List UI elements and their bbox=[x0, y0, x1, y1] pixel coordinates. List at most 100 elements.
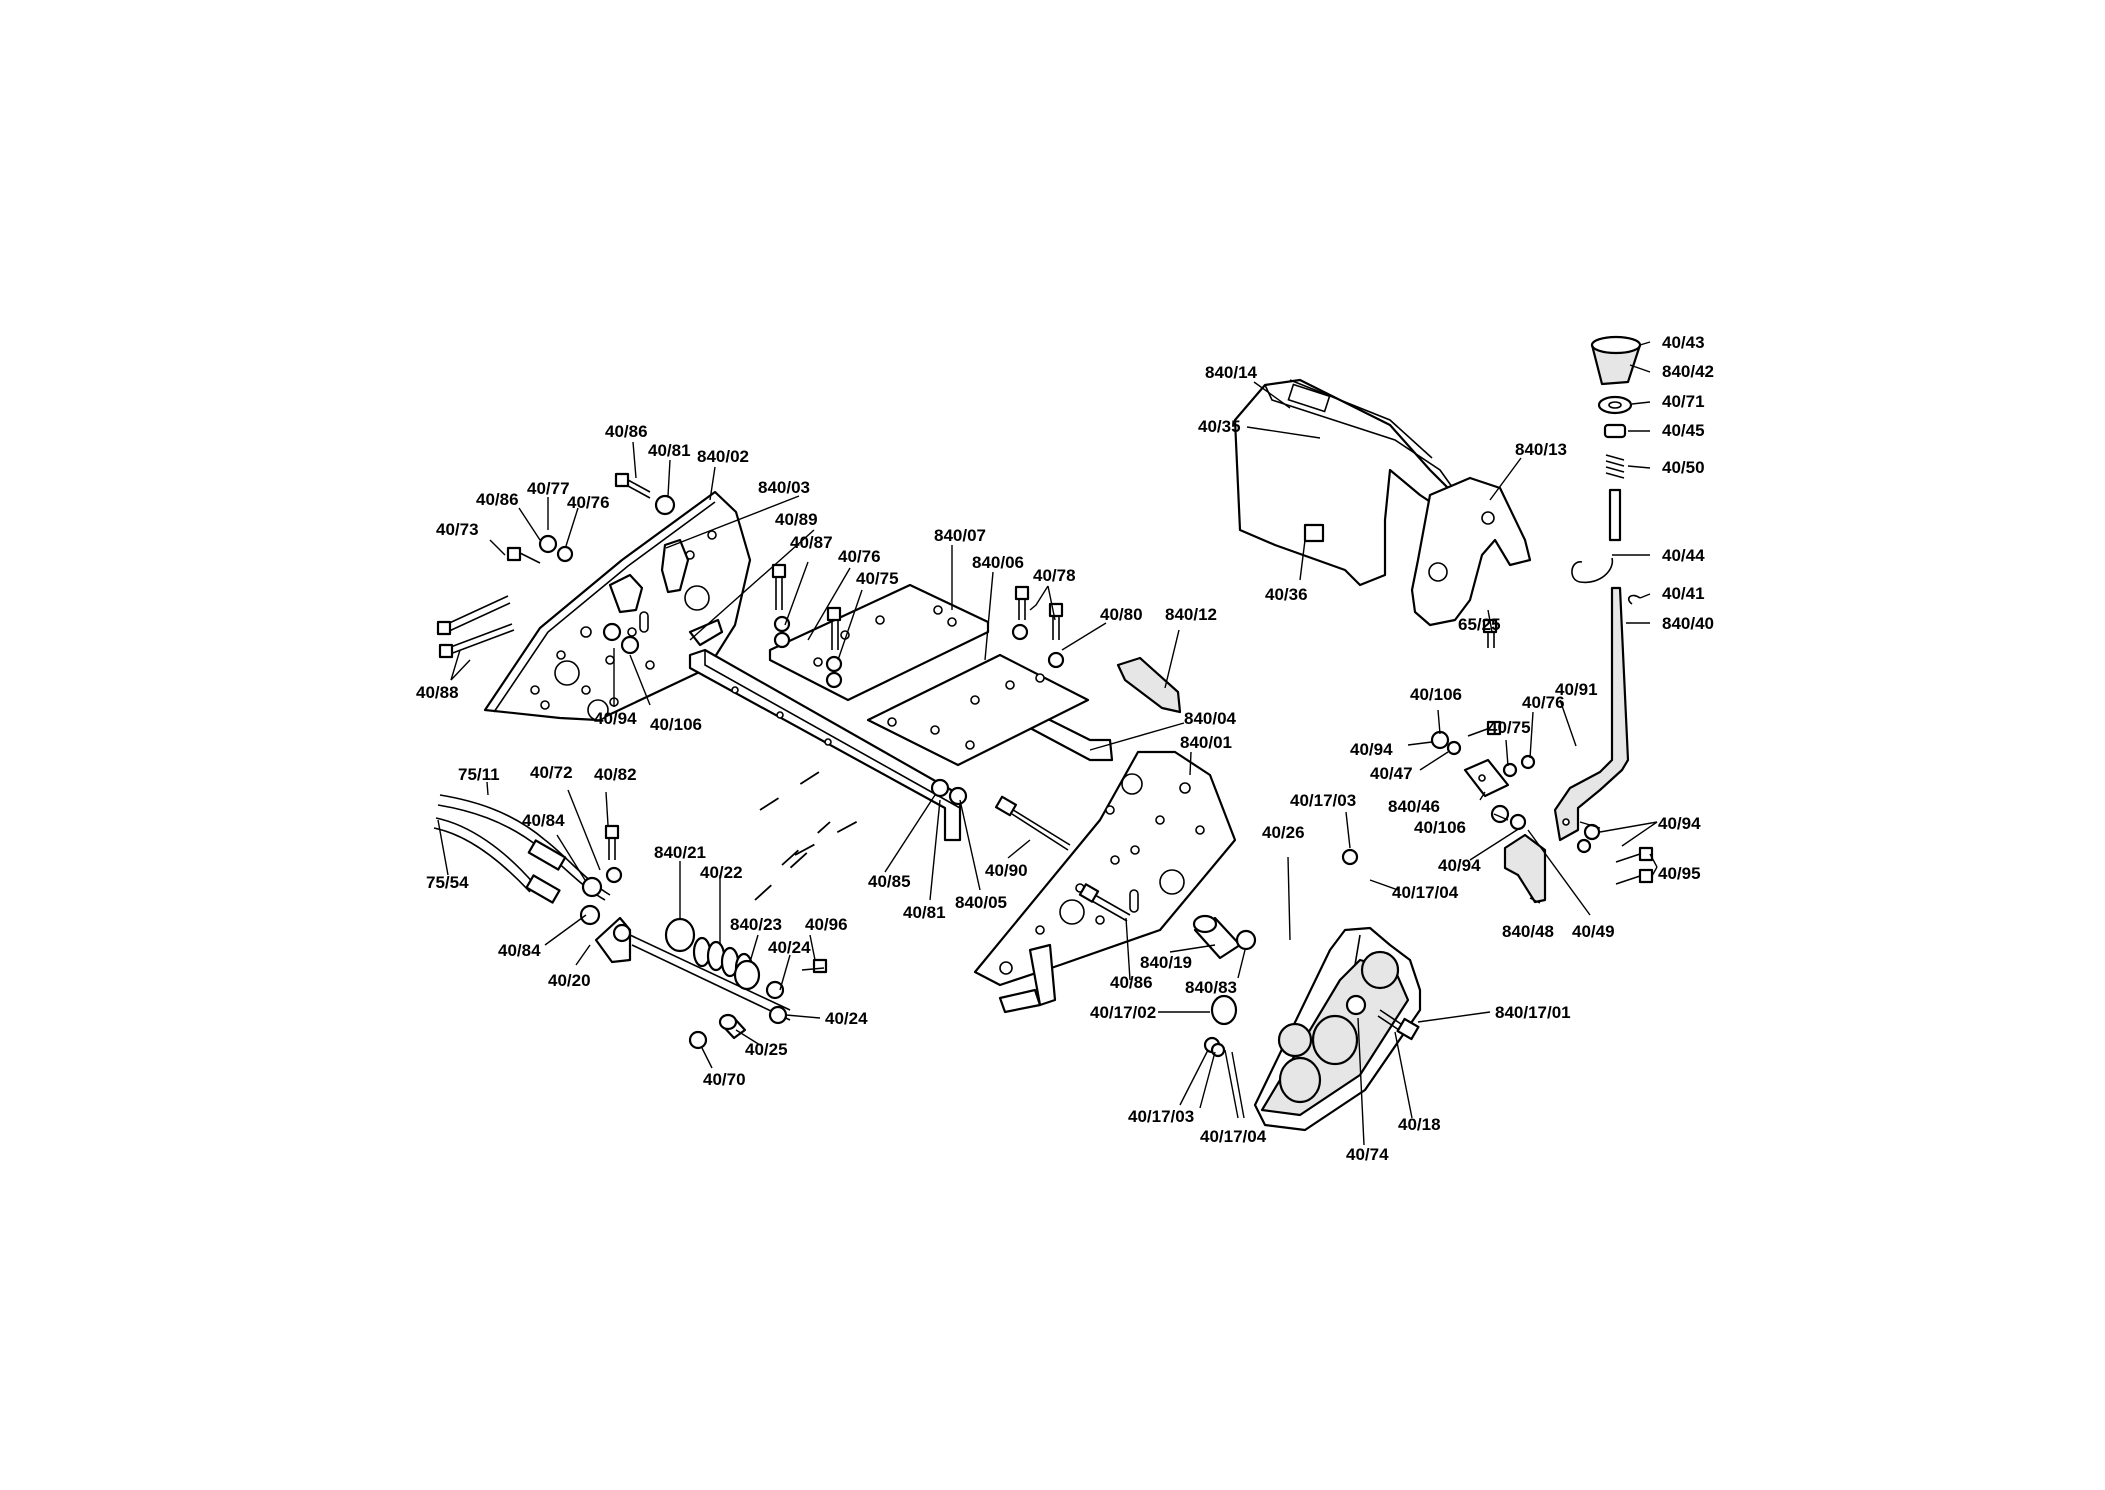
label-840-23: 840/23 bbox=[730, 915, 782, 934]
label-40-86-top: 40/86 bbox=[605, 422, 648, 441]
label-40-41: 40/41 bbox=[1662, 584, 1705, 603]
label-40-17-03-bottom: 40/17/03 bbox=[1128, 1107, 1194, 1126]
label-40-36: 40/36 bbox=[1265, 585, 1308, 604]
label-40-24-top: 40/24 bbox=[768, 938, 811, 957]
pin-840-19 bbox=[1192, 914, 1242, 960]
label-40-75-right: 40/75 bbox=[1488, 718, 1531, 737]
label-40-88: 40/88 bbox=[416, 683, 459, 702]
label-840-05: 840/05 bbox=[955, 893, 1007, 912]
leader-lines bbox=[437, 341, 1658, 1146]
label-65-25: 65/25 bbox=[1458, 615, 1501, 634]
label-40-17-04-bottom: 40/17/04 bbox=[1200, 1127, 1267, 1146]
bracket-840-13 bbox=[1410, 476, 1532, 627]
label-40-77: 40/77 bbox=[527, 479, 570, 498]
label-40-47: 40/47 bbox=[1370, 764, 1413, 783]
label-40-94-left: 40/94 bbox=[594, 709, 637, 728]
label-40-81-bottom: 40/81 bbox=[903, 903, 946, 922]
label-40-22: 40/22 bbox=[700, 863, 743, 882]
plate-840-06 bbox=[866, 653, 1090, 767]
label-40-90: 40/90 bbox=[985, 861, 1028, 880]
label-840-07: 840/07 bbox=[934, 526, 986, 545]
label-840-02: 840/02 bbox=[697, 447, 749, 466]
label-40-43: 40/43 bbox=[1662, 333, 1705, 352]
label-40-73: 40/73 bbox=[436, 520, 479, 539]
cover-840-14 bbox=[1233, 378, 1467, 587]
label-840-01: 840/01 bbox=[1180, 733, 1232, 752]
label-40-25: 40/25 bbox=[745, 1040, 788, 1059]
label-40-94-right-far: 40/94 bbox=[1658, 814, 1701, 833]
label-40-86-bottom: 40/86 bbox=[1110, 973, 1153, 992]
label-840-46: 840/46 bbox=[1388, 797, 1440, 816]
spring-840-22 bbox=[664, 917, 761, 991]
label-40-80: 40/80 bbox=[1100, 605, 1143, 624]
label-840-19: 840/19 bbox=[1140, 953, 1192, 972]
label-40-72: 40/72 bbox=[530, 763, 573, 782]
label-40-17-02: 40/17/02 bbox=[1090, 1003, 1156, 1022]
label-840-03: 840/03 bbox=[758, 478, 810, 497]
label-40-24-bottom: 40/24 bbox=[825, 1009, 868, 1028]
label-75-54: 75/54 bbox=[426, 873, 469, 892]
bolt-40-86c bbox=[1078, 883, 1131, 922]
side-plate-840-02 bbox=[483, 490, 752, 722]
label-840-12: 840/12 bbox=[1165, 605, 1217, 624]
label-40-20: 40/20 bbox=[548, 971, 591, 990]
label-40-78: 40/78 bbox=[1033, 566, 1076, 585]
label-40-76-mid: 40/76 bbox=[838, 547, 881, 566]
label-840-04: 840/04 bbox=[1184, 709, 1237, 728]
label-40-76-right: 40/76 bbox=[1522, 693, 1565, 712]
bracket-840-46 bbox=[1463, 758, 1510, 798]
assembly-dashed-lines bbox=[754, 764, 861, 901]
label-40-96: 40/96 bbox=[805, 915, 848, 934]
label-40-49: 40/49 bbox=[1572, 922, 1615, 941]
part-labels: 840/14 40/35 40/36 840/13 65/25 40/43 84… bbox=[416, 333, 1714, 1164]
label-40-70: 40/70 bbox=[703, 1070, 746, 1089]
label-40-89: 40/89 bbox=[775, 510, 818, 529]
label-40-94-right-top: 40/94 bbox=[1350, 740, 1393, 759]
label-40-106-left: 40/106 bbox=[650, 715, 702, 734]
label-75-11: 75/11 bbox=[458, 765, 500, 784]
label-840-14: 840/14 bbox=[1205, 363, 1258, 382]
bolt-40-90 bbox=[994, 795, 1071, 851]
label-840-13: 840/13 bbox=[1515, 440, 1567, 459]
label-40-85: 40/85 bbox=[868, 872, 911, 891]
label-40-44: 40/44 bbox=[1662, 546, 1705, 565]
control-cable-75-11 bbox=[433, 794, 611, 904]
gear-lever-assembly bbox=[1553, 335, 1642, 842]
side-plate-840-01 bbox=[973, 750, 1237, 1014]
label-840-40: 840/40 bbox=[1662, 614, 1714, 633]
bolt-40-18 bbox=[1377, 1009, 1420, 1041]
bushing-40-25 bbox=[718, 1013, 747, 1040]
label-40-26: 40/26 bbox=[1262, 823, 1305, 842]
label-40-17-04-top: 40/17/04 bbox=[1392, 883, 1459, 902]
label-840-21: 840/21 bbox=[654, 843, 706, 862]
label-40-84-bottom: 40/84 bbox=[498, 941, 541, 960]
label-40-95: 40/95 bbox=[1658, 864, 1701, 883]
frame-bar-840-05 bbox=[688, 648, 1114, 842]
label-40-81-top: 40/81 bbox=[648, 441, 691, 460]
label-40-17-03-top: 40/17/03 bbox=[1290, 791, 1356, 810]
label-840-06: 840/06 bbox=[972, 553, 1024, 572]
bracket-840-12 bbox=[1116, 656, 1182, 714]
label-840-48: 840/48 bbox=[1502, 922, 1554, 941]
label-40-76-left: 40/76 bbox=[567, 493, 610, 512]
label-40-71: 40/71 bbox=[1662, 392, 1705, 411]
label-40-35: 40/35 bbox=[1198, 417, 1241, 436]
label-840-17-01: 840/17/01 bbox=[1495, 1003, 1571, 1022]
label-40-91: 40/91 bbox=[1555, 680, 1598, 699]
label-40-18: 40/18 bbox=[1398, 1115, 1441, 1134]
label-40-86-left: 40/86 bbox=[476, 490, 519, 509]
label-40-84-top: 40/84 bbox=[522, 811, 565, 830]
label-40-106-right-bottom: 40/106 bbox=[1414, 818, 1466, 837]
label-40-82: 40/82 bbox=[594, 765, 637, 784]
label-40-106-right-top: 40/106 bbox=[1410, 685, 1462, 704]
label-40-75-mid: 40/75 bbox=[856, 569, 899, 588]
label-40-87: 40/87 bbox=[790, 533, 833, 552]
bolts-left-group bbox=[436, 472, 1654, 1058]
label-40-50: 40/50 bbox=[1662, 458, 1705, 477]
label-40-94-right-mid: 40/94 bbox=[1438, 856, 1481, 875]
label-40-45: 40/45 bbox=[1662, 421, 1705, 440]
label-840-83: 840/83 bbox=[1185, 978, 1237, 997]
bracket-840-48 bbox=[1503, 833, 1547, 904]
label-40-74: 40/74 bbox=[1346, 1145, 1389, 1164]
